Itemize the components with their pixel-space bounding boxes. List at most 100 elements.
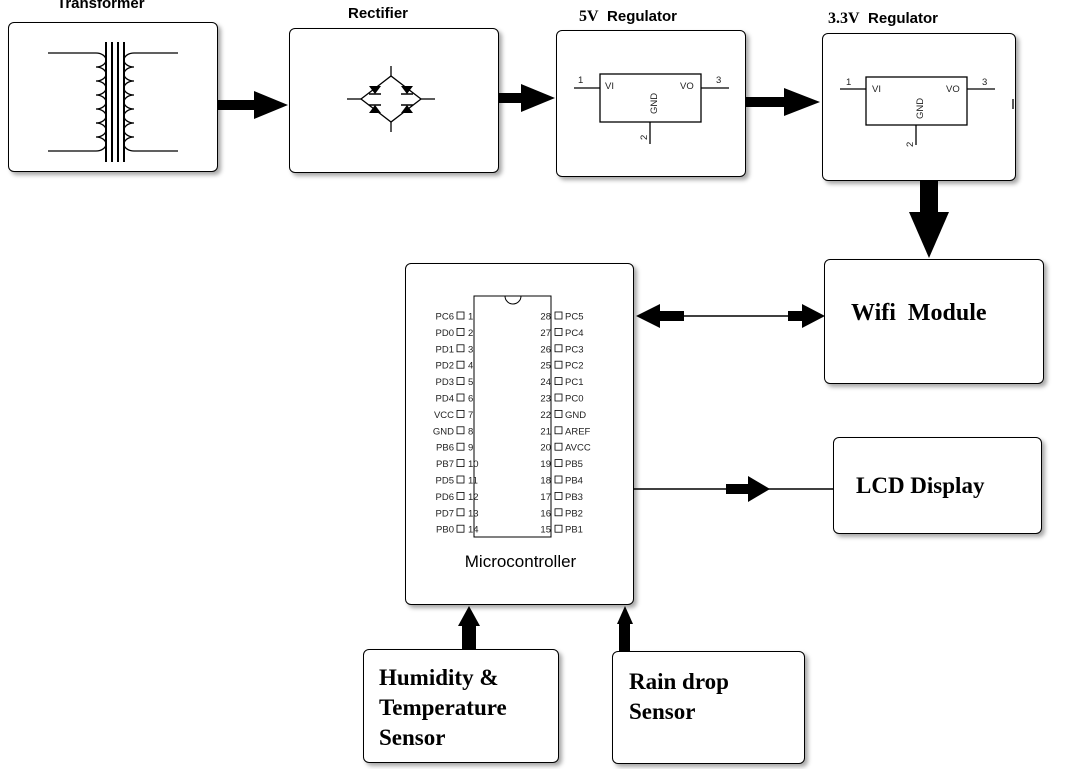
mcu-pin-pad	[554, 475, 563, 484]
arrow-rectifier-to-5v	[499, 84, 555, 112]
arrow-mcu-to-lcd	[634, 476, 833, 502]
reg33-schematic: 1 3 VI VO GND 2	[840, 76, 1014, 147]
mcu-pin-name: PB5	[565, 459, 583, 470]
mcu-pin-number: 11	[468, 476, 478, 487]
mcu-pin-pad	[554, 328, 563, 336]
reg5-vi-label: VI	[605, 81, 614, 92]
reg5-schematic: 1 3 VI VO GND 2	[574, 73, 729, 144]
transformer-block	[8, 22, 218, 172]
mcu-right-pin-row: 19 PB5	[540, 459, 583, 470]
reg5-block: 1 3 VI VO GND 2	[556, 30, 746, 177]
rain-sensor-line1: Rain drop	[629, 669, 729, 694]
mcu-pin-pad	[554, 459, 563, 468]
mcu-pin-pad	[554, 409, 563, 418]
mcu-pin-name: AREF	[565, 426, 591, 437]
mcu-pin-pad	[554, 442, 563, 451]
mcu-pin-number: 19	[540, 459, 551, 470]
mcu-pin-name: PC6	[436, 312, 454, 323]
mcu-pin-name: PC3	[565, 344, 583, 355]
mcu-pin-pad	[554, 377, 563, 385]
mcu-right-pin-row: 22 GND	[540, 410, 586, 421]
humidity-temperature-sensor-block: Humidity & Temperature Sensor	[363, 649, 559, 763]
mcu-pin-pad	[456, 491, 465, 500]
mcu-pin-number: 6	[468, 394, 473, 405]
mcu-pin-number: 14	[468, 525, 479, 536]
mcu-pin-pad	[554, 393, 563, 402]
reg33-block: 1 3 VI VO GND 2	[822, 33, 1016, 181]
mcu-pin-number: 24	[540, 377, 551, 388]
mcu-pin-number: 27	[540, 328, 551, 339]
mcu-pin-number: 23	[540, 394, 551, 405]
mcu-pin-number: 13	[468, 508, 479, 519]
mcu-pin-number: 18	[540, 476, 551, 487]
reg5-pin3-label: 3	[716, 75, 721, 86]
mcu-pin-name: PD2	[436, 361, 454, 372]
mcu-pin-name: VCC	[434, 410, 454, 421]
mcu-pin-number: 26	[540, 344, 551, 355]
mcu-left-pin-row: PD5 11	[436, 476, 478, 487]
mcu-pin-pad	[554, 491, 563, 500]
transformer-symbol-icon	[48, 42, 178, 162]
mcu-pin-pad	[554, 524, 563, 533]
mcu-pin-name: PD5	[436, 476, 454, 487]
reg33-pin2-label: 2	[905, 142, 916, 147]
mcu-pin-pad	[456, 475, 465, 484]
reg5-pin2-label: 2	[639, 135, 650, 140]
reg5-vo-label: VO	[680, 81, 694, 92]
mcu-pin-name: PB4	[565, 476, 583, 487]
mcu-pin-name: PD1	[436, 344, 454, 355]
mcu-right-pin-row: 26 PC3	[540, 344, 583, 355]
arrow-5v-to-3v3	[746, 88, 820, 116]
reg33-pin1-label: 1	[846, 77, 851, 88]
mcu-pin-number: 17	[540, 492, 551, 503]
mcu-pin-pad	[456, 344, 465, 353]
mcu-pin-pad	[456, 409, 465, 418]
mcu-pin-number: 8	[468, 426, 473, 437]
mcu-pin-name: PC1	[565, 377, 583, 388]
lcd-display-block: LCD Display	[833, 437, 1042, 534]
mcu-pin-number: 22	[540, 410, 551, 421]
microcontroller-label: Microcontroller	[464, 552, 577, 571]
mcu-pin-number: 21	[540, 426, 551, 437]
mcu-pin-number: 28	[540, 312, 551, 323]
mcu-pin-number: 1	[468, 312, 473, 323]
mcu-pin-name: PD7	[436, 508, 454, 519]
mcu-pin-pad	[554, 360, 563, 369]
mcu-pin-pad	[456, 328, 465, 336]
mcu-pin-pad	[456, 393, 465, 402]
mcu-pin-name: PC5	[565, 312, 583, 323]
mcu-pin-number: 9	[468, 443, 473, 454]
arrow-humidity-to-mcu	[458, 606, 480, 650]
arrow-transformer-to-rectifier	[218, 91, 288, 119]
reg5-title-voltage: 5V	[579, 8, 599, 25]
reg5-title-word: Regulator	[607, 8, 678, 25]
reg33-vi-label: VI	[872, 84, 881, 95]
mcu-pin-pad	[554, 508, 563, 517]
reg33-title-word: Regulator	[868, 10, 939, 27]
mcu-pin-name: PD6	[436, 492, 454, 503]
mcu-pin-name: PC0	[565, 394, 583, 405]
rain-sensor-line2: Sensor	[629, 699, 696, 724]
humidity-sensor-line2: Temperature	[379, 695, 507, 720]
reg33-vo-label: VO	[946, 84, 960, 95]
reg33-pin3-label: 3	[982, 77, 987, 88]
rectifier-block	[289, 28, 499, 173]
reg5-title: 5V Regulator	[579, 8, 677, 26]
mcu-pin-name: GND	[565, 410, 586, 421]
mcu-pin-number: 16	[540, 508, 551, 519]
mcu-pin-pad	[456, 524, 465, 533]
